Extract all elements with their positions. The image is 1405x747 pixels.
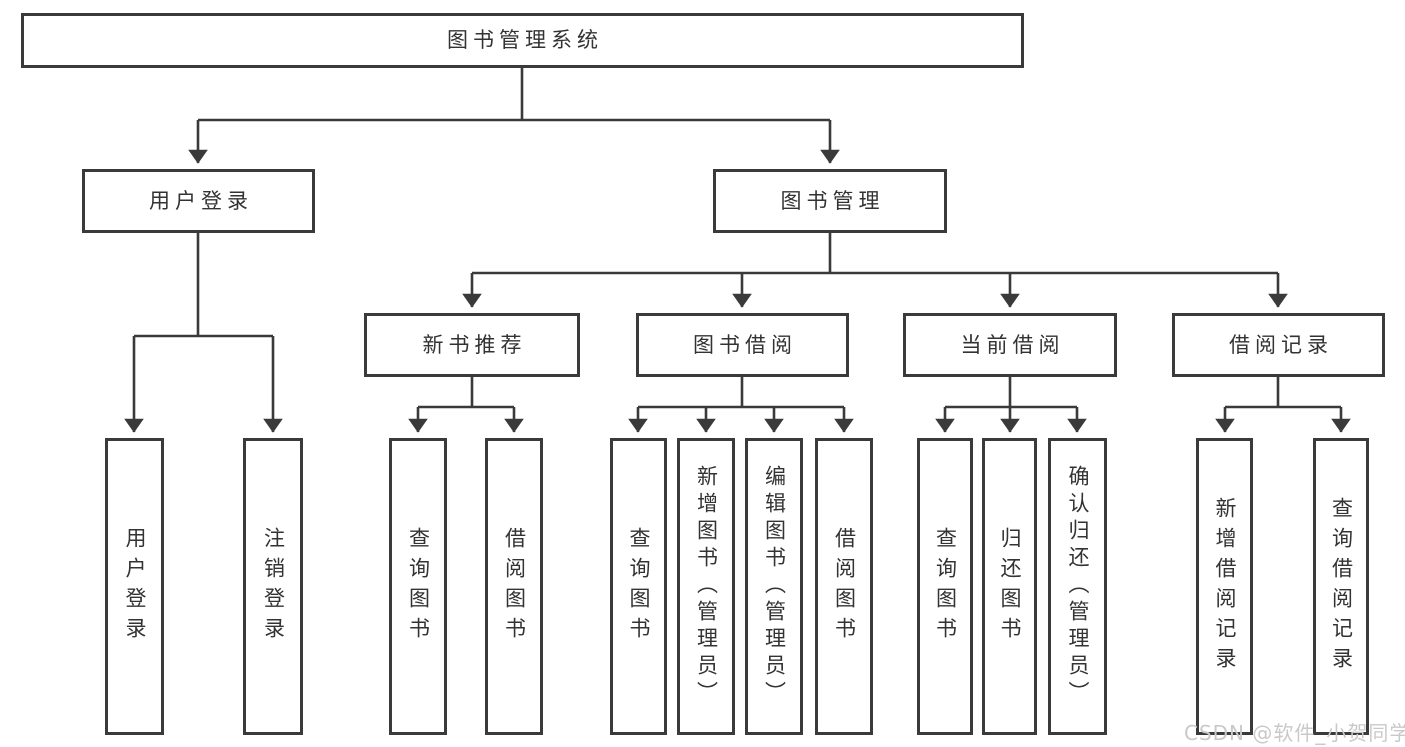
node-cb-query-books: 查询图书 (917, 438, 973, 735)
node-book-borrowing: 图书借阅 (636, 313, 849, 377)
node-cb-return-books: 归还图书 (982, 438, 1037, 735)
node-current-borrowing: 当前借阅 (903, 313, 1117, 377)
node-book-management: 图书管理 (713, 169, 947, 233)
node-cb-confirm-return-admin: 确认归还（管理员） (1048, 438, 1107, 735)
node-bb-add-books-admin: 新增图书（管理员） (677, 438, 735, 735)
node-br-add-borrow-record: 新增借阅记录 (1196, 438, 1253, 735)
node-bb-borrow-books: 借阅图书 (815, 438, 873, 735)
node-new-book-recommendation: 新书推荐 (364, 313, 580, 377)
node-borrowing-records: 借阅记录 (1172, 313, 1385, 377)
csdn-watermark: CSDN @软件_小贺同学 (1184, 721, 1405, 745)
node-bb-query-books: 查询图书 (610, 438, 667, 735)
connector-segments (134, 68, 1341, 409)
node-logout-action: 注销登录 (243, 438, 303, 735)
node-nbr-query-books: 查询图书 (389, 438, 447, 735)
node-bb-edit-books-admin: 编辑图书（管理员） (745, 438, 803, 735)
connector-arrows (124, 120, 1351, 433)
node-user-login-action: 用户登录 (105, 438, 164, 735)
node-library-management-system: 图书管理系统 (21, 13, 1024, 68)
node-br-query-borrow-record: 查询借阅记录 (1313, 438, 1369, 735)
node-user-login: 用户登录 (82, 169, 315, 233)
node-nbr-borrow-books: 借阅图书 (485, 438, 543, 735)
